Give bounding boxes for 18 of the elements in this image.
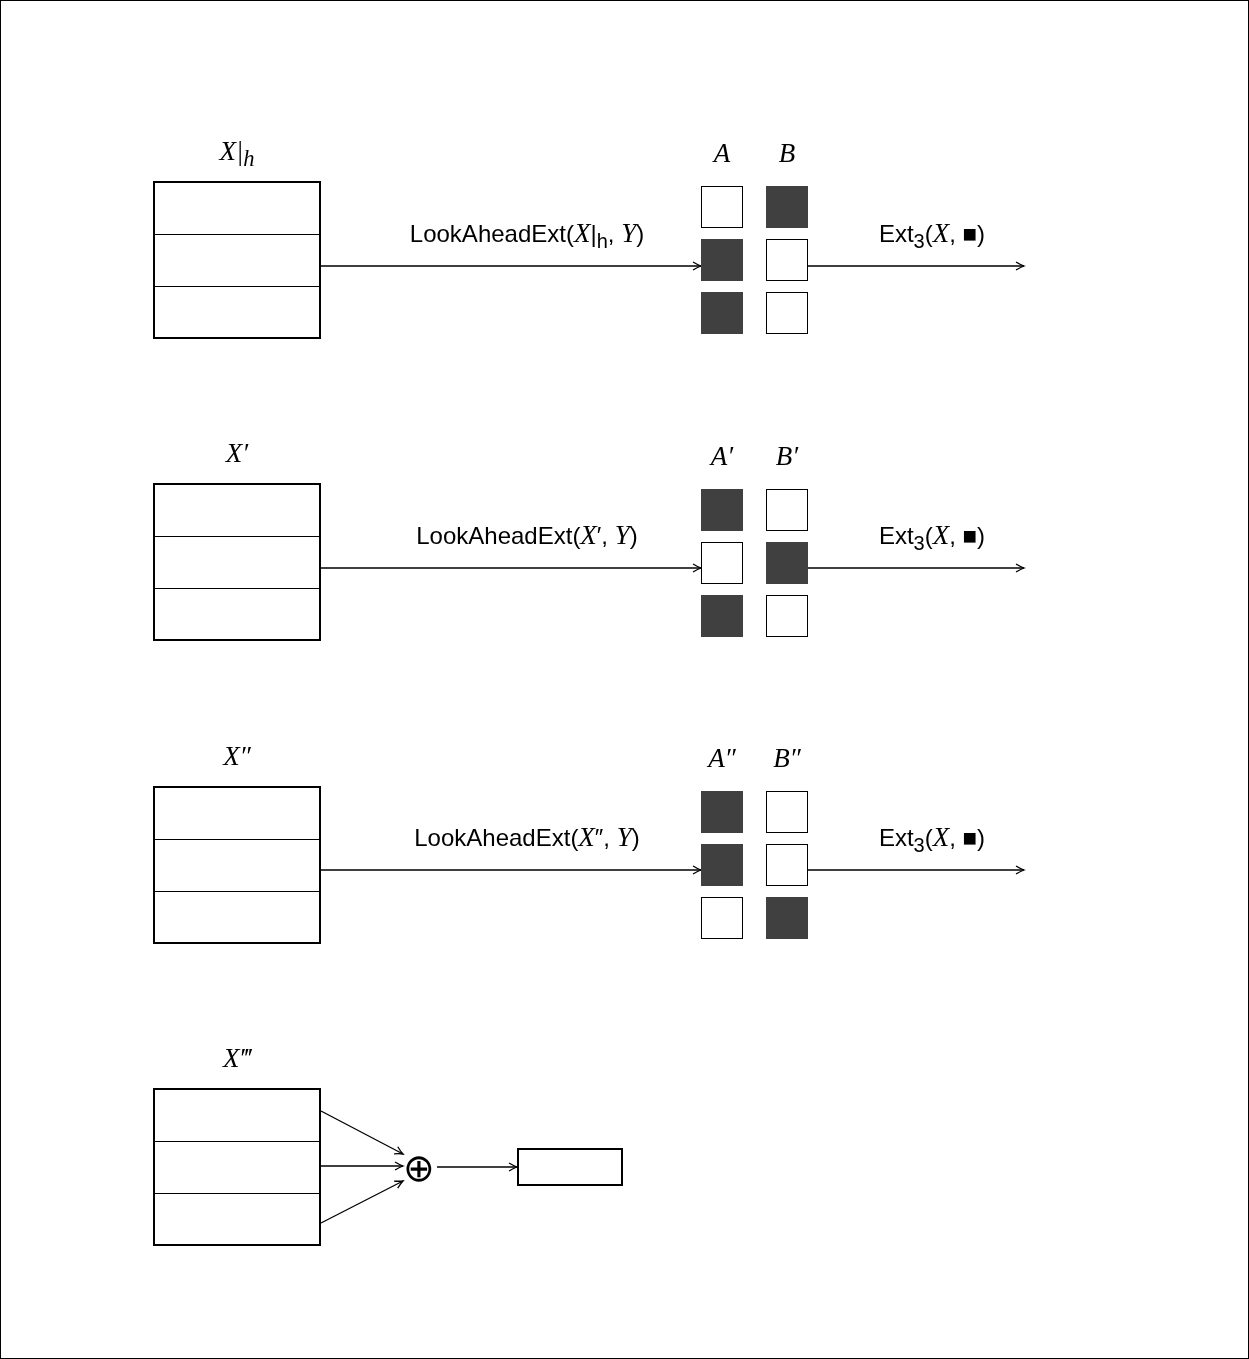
table-heading: X′ [225,438,249,468]
table-heading: X‴ [223,1043,251,1073]
column-heading: A [713,138,731,168]
column-heading: B′ [775,441,799,471]
edge-label: LookAheadExt(X′, Y) [416,520,638,551]
column-heading: B [778,138,796,168]
table-heading: X″ [223,741,251,771]
column-heading: A″ [708,743,736,773]
empty-box [517,1148,623,1186]
edge-label: LookAheadExt(X″, Y) [414,822,640,853]
column-heading: A′ [710,441,734,471]
xor-symbol: ⊕ [399,1148,439,1188]
edge-label: LookAheadExt(X|$_{h}$, Y) [409,218,645,254]
edge-label: Ext$_{3}$(X, ■) [878,520,986,556]
edge-label: Ext$_{3}$(X, ■) [878,218,986,254]
column-heading: B″ [773,743,801,773]
table-heading: X|$_{h}$ [219,136,255,174]
edge-label: Ext$_{3}$(X, ■) [878,822,986,858]
